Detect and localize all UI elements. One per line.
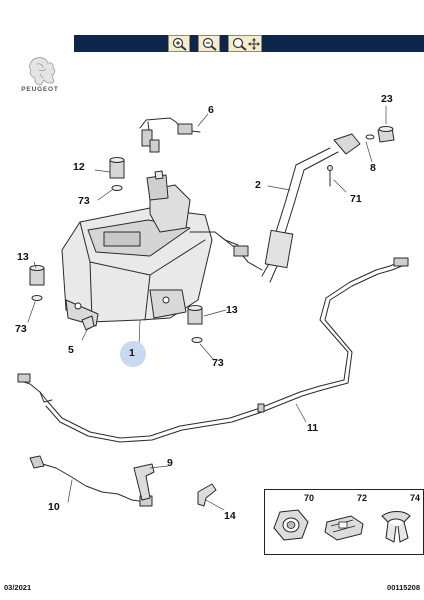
- part-13-grommet-right: [187, 305, 203, 343]
- part-12-grommet: [109, 157, 125, 191]
- callout-9[interactable]: 9: [167, 457, 173, 469]
- part-5-clip: [81, 315, 95, 331]
- callout-13-right[interactable]: 13: [226, 304, 238, 316]
- callout-2[interactable]: 2: [255, 179, 261, 191]
- callout-73-right[interactable]: 73: [212, 357, 224, 369]
- zoom-out-button[interactable]: [198, 35, 220, 52]
- zoom-out-icon: [202, 37, 217, 51]
- legend-item-70[interactable]: 70: [265, 490, 318, 554]
- callout-14[interactable]: 14: [224, 510, 236, 522]
- adblue-tank: [61, 170, 239, 327]
- toolbar-left-panel: [0, 35, 74, 55]
- callout-73-top[interactable]: 73: [78, 195, 90, 207]
- callout-10[interactable]: 10: [48, 501, 60, 513]
- callout-8[interactable]: 8: [370, 162, 376, 174]
- part-14-bracket: [197, 483, 217, 507]
- zoom-in-icon: [172, 37, 187, 51]
- part-9-bracket: [133, 463, 155, 501]
- part-71-screw: [327, 165, 333, 187]
- nut-icon: [273, 509, 309, 541]
- callout-11[interactable]: 11: [307, 422, 319, 434]
- callout-1[interactable]: 1: [129, 347, 135, 359]
- part-11-pipe: [17, 257, 409, 443]
- hardware-legend: 70 72 74: [264, 489, 424, 555]
- zoom-move-button[interactable]: [228, 35, 262, 52]
- legend-number: 74: [409, 493, 420, 503]
- clip-icon: [324, 515, 364, 541]
- callout-73-left[interactable]: 73: [15, 323, 27, 335]
- brand-name: PEUGEOT: [21, 86, 59, 93]
- highlight-circle: [120, 341, 146, 367]
- part-2-filler-pipe: [219, 133, 361, 283]
- footer-reference: 00115208: [387, 583, 420, 592]
- callout-23[interactable]: 23: [381, 93, 393, 105]
- zoom-in-button[interactable]: [168, 35, 190, 52]
- part-6-harness: [139, 117, 201, 153]
- callout-5[interactable]: 5: [68, 344, 74, 356]
- part-23-cap: [365, 126, 395, 143]
- callout-6[interactable]: 6: [208, 104, 214, 116]
- legend-number: 72: [356, 493, 367, 503]
- callout-71[interactable]: 71: [350, 193, 362, 205]
- zoom-move-icon: [232, 37, 260, 51]
- legend-item-72[interactable]: 72: [318, 490, 371, 554]
- callout-13-left[interactable]: 13: [17, 251, 29, 263]
- callout-12[interactable]: 12: [73, 161, 85, 173]
- clamp-icon: [381, 511, 411, 543]
- part-13-grommet-left: [29, 265, 45, 301]
- legend-item-74[interactable]: 74: [371, 490, 424, 554]
- footer-date: 03/2021: [4, 583, 32, 592]
- legend-number: 70: [303, 493, 314, 503]
- peugeot-lion-logo: [29, 57, 56, 86]
- part-10-harness: [29, 455, 153, 507]
